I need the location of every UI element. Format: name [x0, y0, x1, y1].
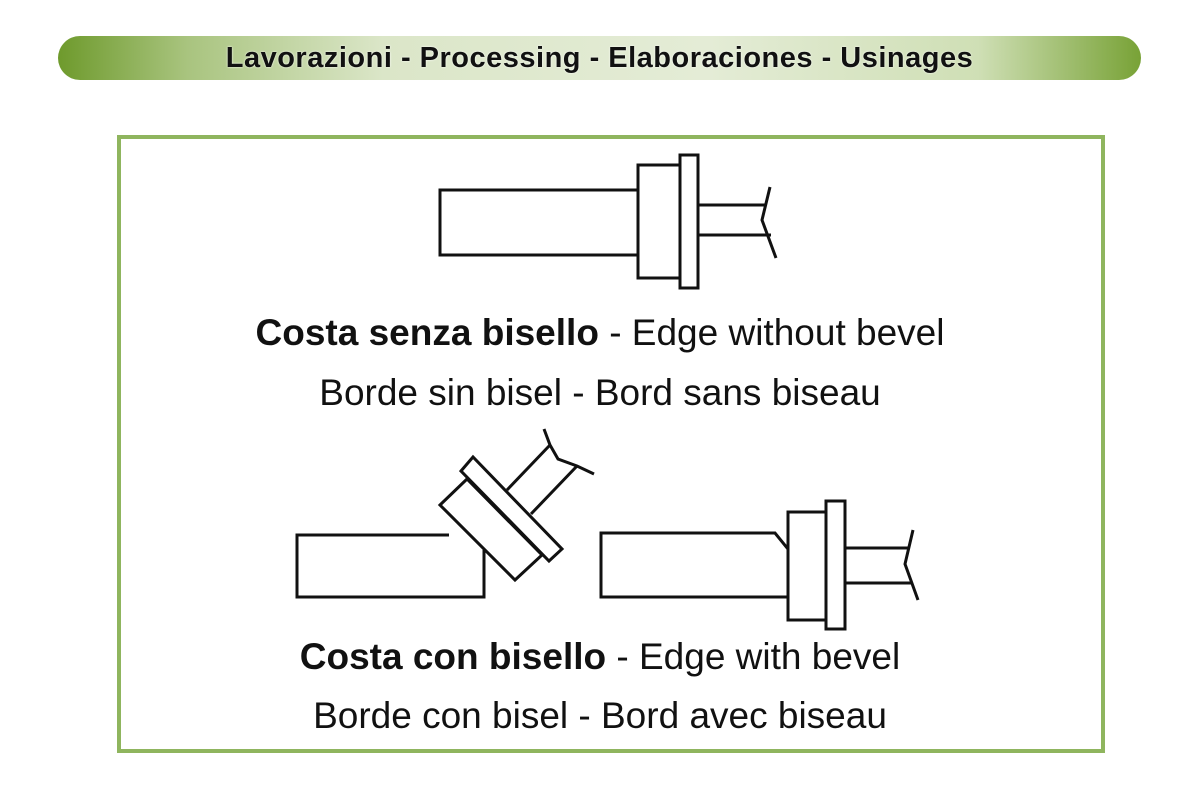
caption-edge-with-bevel-line2: Borde con bisel - Bord avec biseau — [313, 695, 887, 736]
header-title: Lavorazioni - Processing - Elaboraciones… — [225, 41, 974, 74]
caption-rest: - Edge with bevel — [606, 636, 901, 677]
shaft — [505, 443, 552, 492]
wheel-flange — [458, 454, 565, 564]
edge-with-bevel-drawing — [599, 499, 920, 631]
caption-rest: - Edge without bevel — [598, 312, 945, 353]
diagram-frame — [117, 135, 1105, 753]
shaft-break — [760, 186, 778, 259]
caption-edge-without-bevel: Costa senza bisello - Edge without bevel — [0, 314, 1200, 351]
caption-edge-without-bevel-line2: Borde sin bisel - Bord sans biseau — [319, 372, 881, 413]
glass-piece — [438, 188, 640, 257]
bevel-grinding-drawing — [295, 428, 595, 599]
caption-edge-with-bevel: Costa con bisello - Edge with bevel — [0, 638, 1200, 675]
grinding-wheel — [636, 163, 682, 280]
edge-without-bevel-drawing — [438, 153, 778, 290]
shaft — [529, 464, 579, 516]
caption-bold: Costa senza bisello — [255, 312, 599, 353]
shaft-break — [903, 529, 920, 601]
shaft-break — [542, 428, 595, 476]
header-banner: Lavorazioni - Processing - Elaboraciones… — [58, 36, 1141, 80]
caption-bold: Costa con bisello — [299, 636, 607, 677]
grinding-wheel — [786, 510, 828, 622]
glass-piece — [295, 533, 486, 599]
beveled-glass-piece — [599, 531, 790, 599]
wheel-flange — [824, 499, 847, 631]
wheel-flange — [678, 153, 700, 290]
